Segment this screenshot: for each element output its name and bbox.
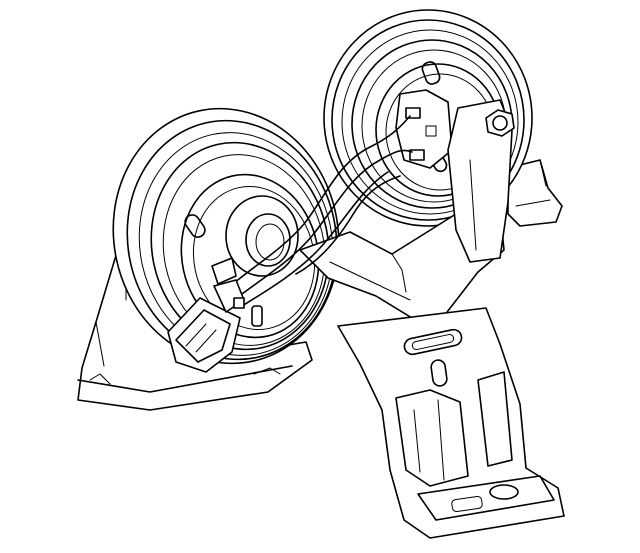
terminal-pin [409, 149, 425, 161]
connector-pin [233, 297, 245, 309]
bracket-fold [395, 389, 469, 487]
high-horn-slot [421, 61, 441, 85]
bracket-foot-hole [489, 484, 519, 500]
mounting-bracket [299, 99, 565, 539]
high-horn-terminal-block [395, 89, 453, 169]
bracket-hole [430, 359, 448, 387]
bracket-upper-strap [447, 99, 513, 263]
low-note-horn [77, 107, 340, 411]
low-horn-slot [184, 214, 206, 238]
bracket-rib [477, 371, 513, 467]
terminal-pin [405, 107, 421, 119]
low-horn-center-boss [225, 195, 299, 277]
low-horn-terminal [211, 257, 237, 285]
low-horn-face [180, 173, 320, 339]
wiring-harness [225, 115, 413, 307]
high-note-horn [323, 9, 563, 227]
hex-bolt [485, 109, 515, 137]
electrical-connector [167, 279, 245, 373]
bracket-slot [403, 328, 463, 356]
low-horn-stud [251, 305, 263, 327]
high-horn-mount-tab [507, 159, 563, 227]
bracket-foot [417, 475, 555, 521]
